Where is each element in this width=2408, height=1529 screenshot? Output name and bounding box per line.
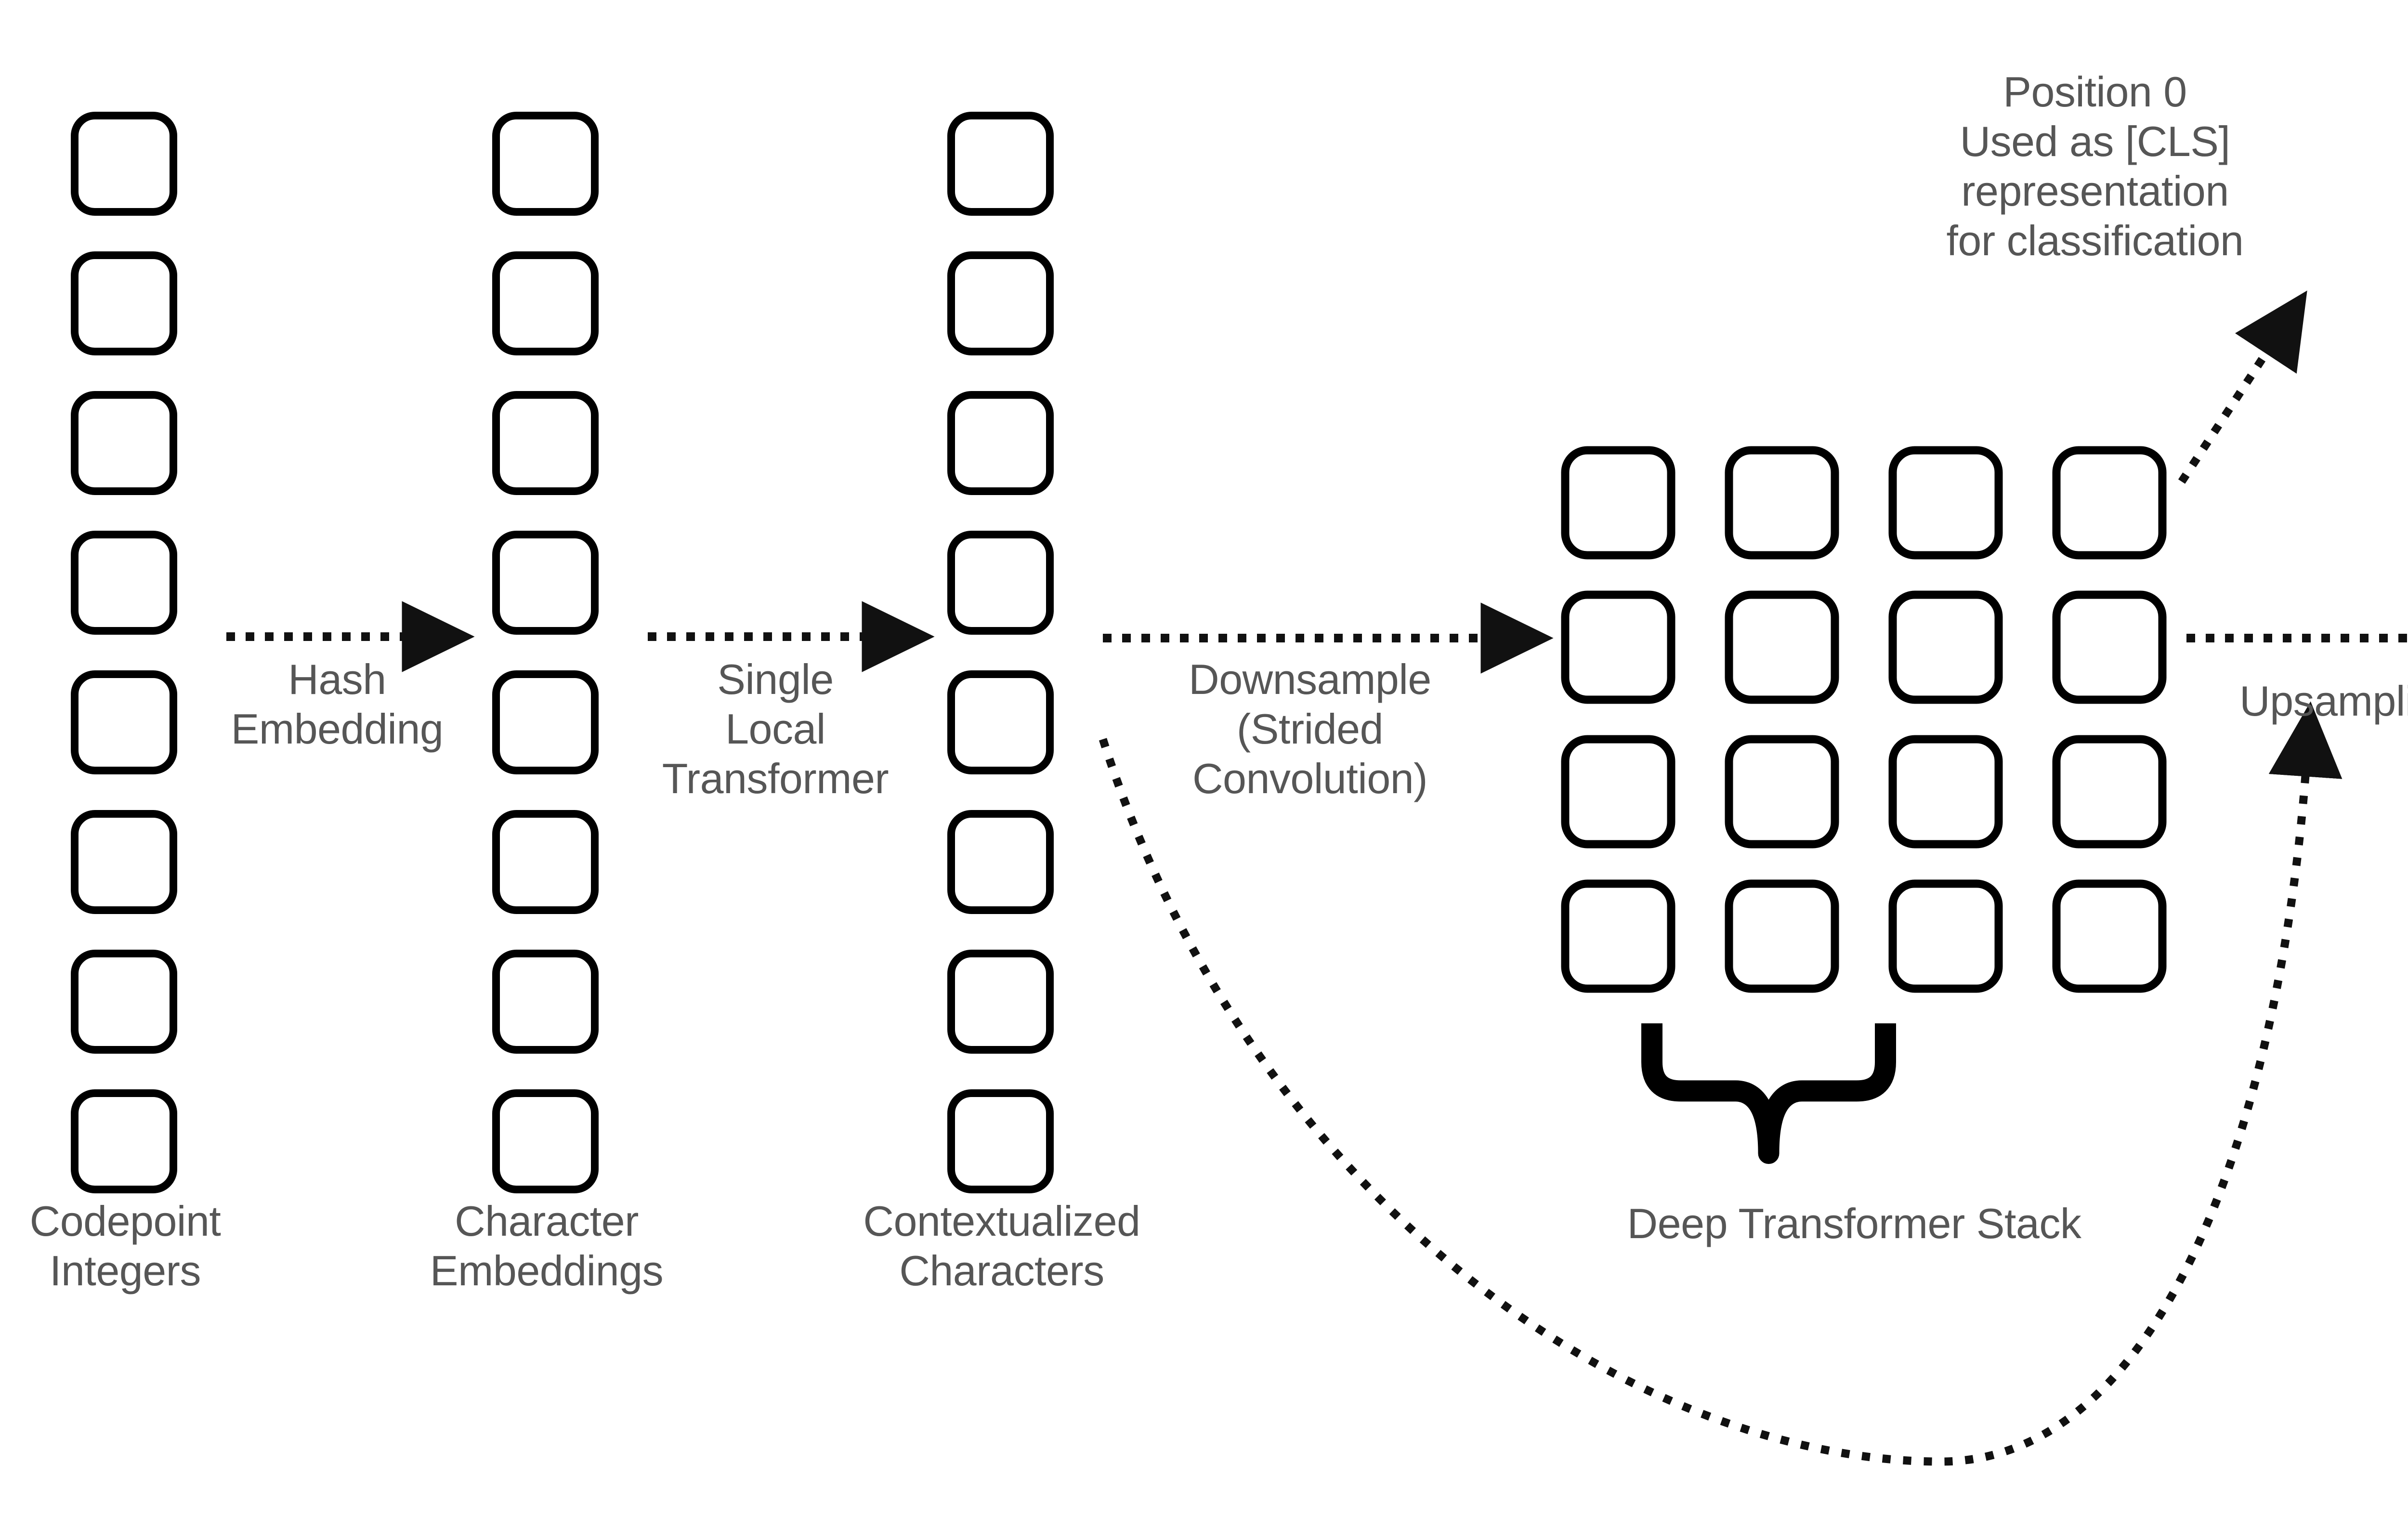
transformer-cell-box [2052, 735, 2167, 849]
transformer-cell-box [1725, 879, 1839, 993]
token-box [947, 1089, 1054, 1193]
token-box [71, 810, 177, 914]
token-box [947, 810, 1054, 914]
transformer-cell-box [1888, 879, 2003, 993]
token-box [71, 670, 177, 774]
column-character-embeddings [492, 112, 599, 1193]
token-box [492, 950, 599, 1054]
annotation-label-cls-position: Position 0 Used as [CLS] representation … [1946, 68, 2244, 264]
flow-arrows [226, 601, 2408, 674]
token-box [492, 1089, 599, 1193]
curly-brace-icon [1641, 1023, 1896, 1164]
transformer-cell-box [2052, 879, 2167, 993]
token-box [71, 112, 177, 216]
transformer-cell-box [1888, 446, 2003, 560]
transformer-grid-boxes [1561, 446, 2167, 993]
column-label-codepoint-integers: Codepoint Integers [29, 1197, 221, 1294]
token-box [947, 670, 1054, 774]
column-label-contextualized-characters: Contextualized Characters [863, 1197, 1140, 1294]
arrow-label-single-local-transformer: Single Local Transformer [662, 655, 889, 802]
token-box [492, 251, 599, 355]
token-box [71, 531, 177, 635]
transformer-cell-box [1725, 590, 1839, 704]
column-label-character-embeddings: Character Embeddings [430, 1197, 664, 1294]
arrow-label-downsample-strided-convolution: Downsample (Strided Convolution) [1189, 655, 1431, 802]
transformer-cell-box [1561, 735, 1675, 849]
grid-label-deep-transformer-stack: Deep Transformer Stack [1627, 1200, 2081, 1247]
column-box-groups [71, 112, 1054, 1193]
token-box [492, 531, 599, 635]
token-box [947, 251, 1054, 355]
residual-skip-arrow [1099, 701, 2343, 1466]
token-box [71, 950, 177, 1054]
transformer-cell-box [2052, 446, 2167, 560]
transformer-cell-box [1888, 735, 2003, 849]
token-box [71, 1089, 177, 1193]
token-box [71, 251, 177, 355]
token-box [947, 112, 1054, 216]
transformer-cell-box [2052, 590, 2167, 704]
token-box [947, 950, 1054, 1054]
transformer-cell-box [1725, 446, 1839, 560]
transformer-cell-box [1888, 590, 2003, 704]
token-box [492, 810, 599, 914]
annotation-arrow-cls-position-note [2178, 290, 2307, 484]
token-box [71, 391, 177, 495]
transformer-cell-box [1725, 735, 1839, 849]
arrow-label-upsampling: Upsampling [2239, 677, 2408, 725]
token-box [947, 531, 1054, 635]
cls-annotation-arrow [2178, 290, 2307, 484]
transformer-cell-box [1561, 590, 1675, 704]
curly-brace-path [1641, 1023, 1896, 1164]
arrow-label-hash-embedding: Hash Embedding [231, 655, 444, 753]
token-box [492, 670, 599, 774]
residual-skip-path [1099, 701, 2343, 1466]
transformer-cell-box [1561, 446, 1675, 560]
transformer-cell-box [1561, 879, 1675, 993]
token-box [947, 391, 1054, 495]
column-contextualized-characters [947, 112, 1054, 1193]
token-box [492, 112, 599, 216]
token-box [492, 391, 599, 495]
column-codepoint-integers [71, 112, 177, 1193]
